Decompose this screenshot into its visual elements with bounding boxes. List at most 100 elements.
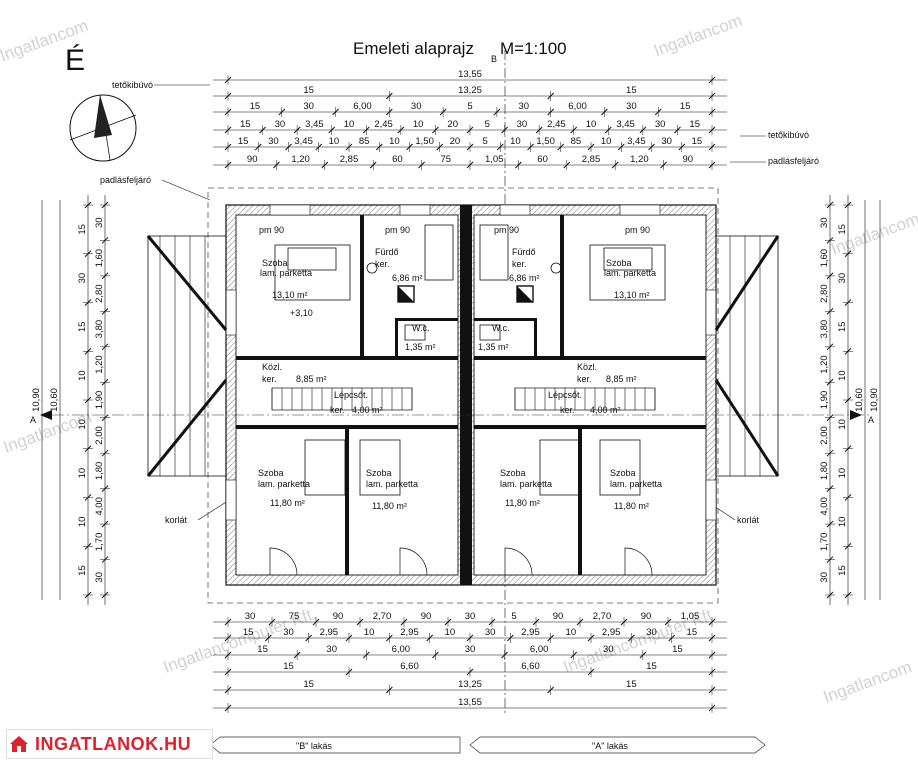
dimension-label: 30 bbox=[819, 217, 830, 228]
room-floor: ker. bbox=[577, 374, 592, 384]
dimension-label: 15 bbox=[646, 661, 657, 672]
room-floor: lam. parketta bbox=[610, 479, 662, 489]
room-area: 11,80 m² bbox=[505, 498, 540, 508]
dimension-label: 1,50 bbox=[415, 136, 434, 147]
dimension-label: 2,80 bbox=[819, 284, 830, 303]
parapet-label: pm 90 bbox=[625, 225, 650, 235]
dimension-label: 1,60 bbox=[819, 249, 830, 268]
dimension-label: 30 bbox=[275, 119, 286, 130]
dimension-label: 15 bbox=[837, 322, 848, 333]
dimension-label: 3,45 bbox=[305, 119, 324, 130]
dimension-label: 10 bbox=[344, 119, 355, 130]
apartment-b-label: "B" lakás bbox=[296, 741, 332, 751]
dimension-label: 1,70 bbox=[94, 533, 105, 552]
room-area: 11,80 m² bbox=[372, 501, 407, 511]
dimension-label: 15 bbox=[837, 224, 848, 235]
room-name: Lépcsőt. bbox=[334, 390, 368, 400]
dimension-label: 15 bbox=[626, 85, 637, 96]
dimension-label: 30 bbox=[603, 644, 614, 655]
dimension-label: 2,85 bbox=[582, 154, 601, 165]
dimension-label: 15 bbox=[243, 627, 254, 638]
dimension-label: 1,70 bbox=[819, 533, 830, 552]
section-marker-left: A bbox=[30, 415, 36, 425]
dimension-label: 10 bbox=[510, 136, 521, 147]
dimension-label: 15 bbox=[626, 679, 637, 690]
dimension-label: 10,60 bbox=[49, 388, 60, 412]
dimension-label: 75 bbox=[441, 154, 452, 165]
roof-outline bbox=[207, 187, 719, 604]
room-area: 8,85 m² bbox=[606, 374, 637, 384]
section-marker-right: A bbox=[868, 415, 874, 425]
site-logo[interactable]: INGATLANOK.HU bbox=[6, 729, 213, 759]
house-icon bbox=[7, 732, 31, 756]
apartment-a-label: "A" lakás bbox=[592, 741, 628, 751]
dimension-label: 2,45 bbox=[374, 119, 393, 130]
room-name: Szoba bbox=[606, 258, 632, 268]
room-name: Lépcsőt. bbox=[548, 390, 582, 400]
dimension-label: 10 bbox=[77, 370, 88, 381]
parapet-label: pm 90 bbox=[385, 225, 410, 235]
dimension-label: 10 bbox=[837, 468, 848, 479]
callout-railing-left: korlát bbox=[165, 515, 188, 525]
room-labels-left: pm 90 pm 90 Szoba lam. parketta 13,10 m²… bbox=[258, 225, 436, 511]
room-name: Szoba bbox=[262, 258, 288, 268]
dimension-label: 30 bbox=[268, 136, 279, 147]
dimension-label: 15 bbox=[837, 565, 848, 576]
dimension-label: 6,00 bbox=[530, 644, 549, 655]
dimension-label: 90 bbox=[553, 611, 564, 622]
dimension-label: 1,80 bbox=[819, 462, 830, 481]
dimension-label: 10 bbox=[566, 627, 577, 638]
walls bbox=[225, 204, 717, 586]
dimension-label: 10 bbox=[389, 136, 400, 147]
dimension-label: 4,00 bbox=[94, 497, 105, 516]
dimension-label: 1,20 bbox=[630, 154, 649, 165]
dimension-label: 2,85 bbox=[340, 154, 359, 165]
dimension-label: 2,95 bbox=[521, 627, 540, 638]
dimension-label: 10 bbox=[77, 468, 88, 479]
dimension-label: 30 bbox=[646, 627, 657, 638]
dimension-label: 1,05 bbox=[485, 154, 504, 165]
dimension-label: 15 bbox=[680, 101, 691, 112]
dimension-label: 30 bbox=[283, 627, 294, 638]
dimension-label: 10 bbox=[413, 119, 424, 130]
dimension-label: 15 bbox=[77, 565, 88, 576]
parapet-label: pm 90 bbox=[494, 225, 519, 235]
room-name: Szoba bbox=[500, 468, 526, 478]
dimension-label: 3,45 bbox=[294, 136, 313, 147]
dimension-label: 5 bbox=[485, 119, 490, 130]
dimension-label: 13,55 bbox=[458, 697, 482, 708]
dimension-label: 85 bbox=[359, 136, 370, 147]
room-floor: lam. parketta bbox=[258, 479, 310, 489]
dimension-label: 60 bbox=[392, 154, 403, 165]
dimension-label: 30 bbox=[518, 101, 529, 112]
dimension-label: 20 bbox=[450, 136, 461, 147]
side-roof-right bbox=[714, 235, 780, 477]
room-name: Közl. bbox=[577, 362, 597, 372]
dimension-label: 5 bbox=[511, 611, 516, 622]
room-area: 4,00 m² bbox=[590, 405, 621, 415]
room-area: 13,10 m² bbox=[272, 290, 308, 300]
north-label: É bbox=[65, 44, 85, 77]
dimension-label: 4,00 bbox=[819, 497, 830, 516]
room-name: Szoba bbox=[258, 468, 284, 478]
callout-railing-right: korlát bbox=[737, 515, 760, 525]
dimension-label: 30 bbox=[77, 273, 88, 284]
dimension-label: 10,90 bbox=[31, 388, 42, 412]
dimension-label: 13,25 bbox=[458, 85, 482, 96]
room-area: 6,86 m² bbox=[509, 273, 540, 283]
dimension-label: 10 bbox=[77, 517, 88, 528]
dimension-label: 1,90 bbox=[94, 391, 105, 410]
callout-roof-hatch: tetőkibúvó bbox=[112, 80, 153, 90]
room-area: 13,10 m² bbox=[614, 290, 650, 300]
attic-ladder-icon bbox=[397, 285, 534, 303]
dimension-label: 15 bbox=[250, 101, 261, 112]
dimension-label: 6,00 bbox=[353, 101, 372, 112]
dimension-label: 6,60 bbox=[521, 661, 540, 672]
room-floor: lam. parketta bbox=[604, 268, 656, 278]
dimension-label: 10,60 bbox=[854, 388, 865, 412]
dimension-label: 30 bbox=[94, 217, 105, 228]
dimension-label: 2,00 bbox=[819, 426, 830, 445]
watermark-text: Ingatlancom bbox=[651, 11, 745, 61]
dimension-label: 2,70 bbox=[373, 611, 392, 622]
